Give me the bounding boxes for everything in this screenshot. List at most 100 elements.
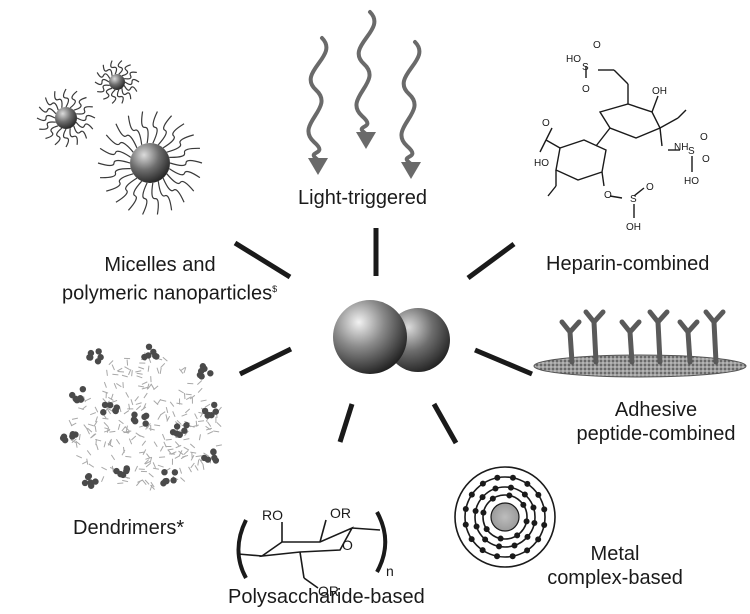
dendrimer-branch — [144, 460, 151, 465]
micelle-tail — [76, 106, 93, 115]
chem-o-3: O — [700, 132, 708, 143]
micelle-tail — [62, 128, 70, 148]
dendrimer-terminal — [142, 412, 150, 420]
dendrimer-branch — [68, 419, 73, 426]
sugar-ring — [259, 526, 354, 558]
dendrimer-branch — [109, 430, 116, 433]
dendrimer-branch — [216, 422, 222, 427]
poly-ro: RO — [262, 507, 283, 523]
dendrimer-branch — [154, 424, 161, 427]
electron — [541, 506, 548, 513]
electron — [524, 480, 531, 487]
dendrimer-branch — [183, 446, 190, 451]
dendrimer-branch — [189, 394, 196, 400]
dendrimer-branch — [197, 387, 203, 393]
dendrimer-branch — [160, 362, 166, 368]
dendrimer-branch — [130, 399, 134, 406]
electron — [521, 491, 528, 498]
electron — [541, 521, 548, 528]
micelle-tail — [110, 89, 117, 104]
electron — [509, 474, 516, 481]
electron — [535, 491, 542, 498]
dendrimer-branch — [87, 423, 94, 427]
micelle-tail — [106, 173, 134, 192]
dendrimer-terminal — [87, 349, 95, 357]
micelle-tail — [39, 121, 56, 130]
electron — [511, 542, 518, 549]
dendrimer-branch — [165, 438, 172, 441]
dendrimer-branch — [198, 420, 205, 423]
label-metal: Metal complex-based — [540, 542, 690, 590]
dendrimer-branch — [86, 428, 91, 435]
spoke-heparin — [466, 241, 516, 281]
dendrimer-branch — [165, 414, 168, 421]
polysaccharide-labels: RO OR O OR n — [262, 505, 394, 599]
dendrimer-branch — [134, 465, 138, 472]
dendrimer-terminal — [173, 423, 181, 430]
dendrimer-branch — [124, 426, 130, 432]
dendrimer-branch — [149, 484, 153, 491]
micelle-tail — [152, 111, 158, 144]
dendrimer-branch — [104, 427, 111, 431]
dendrimer-branch — [167, 449, 173, 455]
dendrimer-branch — [152, 462, 156, 469]
dendrimer-branch — [141, 440, 147, 446]
spoke-dendrimers — [238, 346, 293, 377]
micelle-tail — [97, 84, 110, 93]
dendrimer-branch — [138, 366, 145, 370]
micelle-tail — [121, 88, 132, 100]
label-metal-line2: complex-based — [547, 567, 683, 589]
dendrimer-terminal — [145, 343, 153, 351]
light-waves — [306, 10, 422, 166]
label-heparin-combined: Heparin-combined — [546, 253, 710, 275]
micelle-tail — [123, 85, 138, 92]
micelle-tail — [73, 125, 88, 139]
dendrimer-terminal — [152, 352, 159, 360]
micelle-tail — [169, 159, 203, 167]
dendrimer-branch — [106, 369, 108, 376]
dendrimer-branch — [136, 375, 143, 379]
micelle-tail — [166, 173, 195, 192]
chem-o-1: O — [593, 40, 601, 51]
dendrimer-terminal — [142, 420, 149, 427]
peptide-chain — [619, 319, 642, 365]
label-micelles-line2: polymeric nanoparticles$ — [62, 277, 277, 306]
dendrimer-branch — [106, 426, 109, 433]
micelle-tail — [115, 123, 138, 149]
dendrimer-branch — [157, 414, 162, 420]
dendrimer-branch — [111, 399, 118, 403]
dendrimer-branch — [121, 449, 126, 456]
dendrimer-branch — [159, 367, 162, 374]
dendrimer-branch — [82, 460, 88, 465]
metal-shell-3 — [464, 476, 546, 558]
dendrimer-branch — [184, 430, 189, 437]
dendrimer-branch — [107, 407, 113, 412]
micelle-tail — [45, 125, 59, 140]
micelle-tail — [168, 168, 201, 179]
dendrimer-branch — [180, 477, 186, 482]
dendrimer-branch — [188, 466, 192, 473]
chem-oh-2: OH — [626, 222, 641, 233]
dendrimer-branch — [183, 450, 189, 455]
dendrimer-branch — [110, 393, 114, 400]
dendrimer-branch — [117, 423, 121, 430]
electron — [492, 485, 499, 492]
chem-s-3: S — [630, 194, 637, 205]
dendrimer-terminal — [161, 468, 168, 476]
dendrimer-branch — [147, 383, 152, 390]
dendrimer-branch — [95, 444, 99, 451]
electron — [480, 509, 487, 516]
dendrimer-branch — [95, 438, 102, 442]
electron — [530, 504, 537, 511]
dendrimer-branch — [78, 407, 85, 410]
chem-ho-3: HO — [534, 158, 549, 169]
chem-o-7: O — [646, 182, 654, 193]
dendrimer-branch — [207, 431, 214, 435]
dendrimer-branch — [102, 417, 109, 420]
dendrimer-branch — [213, 430, 220, 433]
dendrimer-branch — [205, 425, 211, 431]
light-wave-1 — [306, 36, 329, 162]
poly-n: n — [386, 563, 394, 579]
electron — [479, 494, 486, 501]
